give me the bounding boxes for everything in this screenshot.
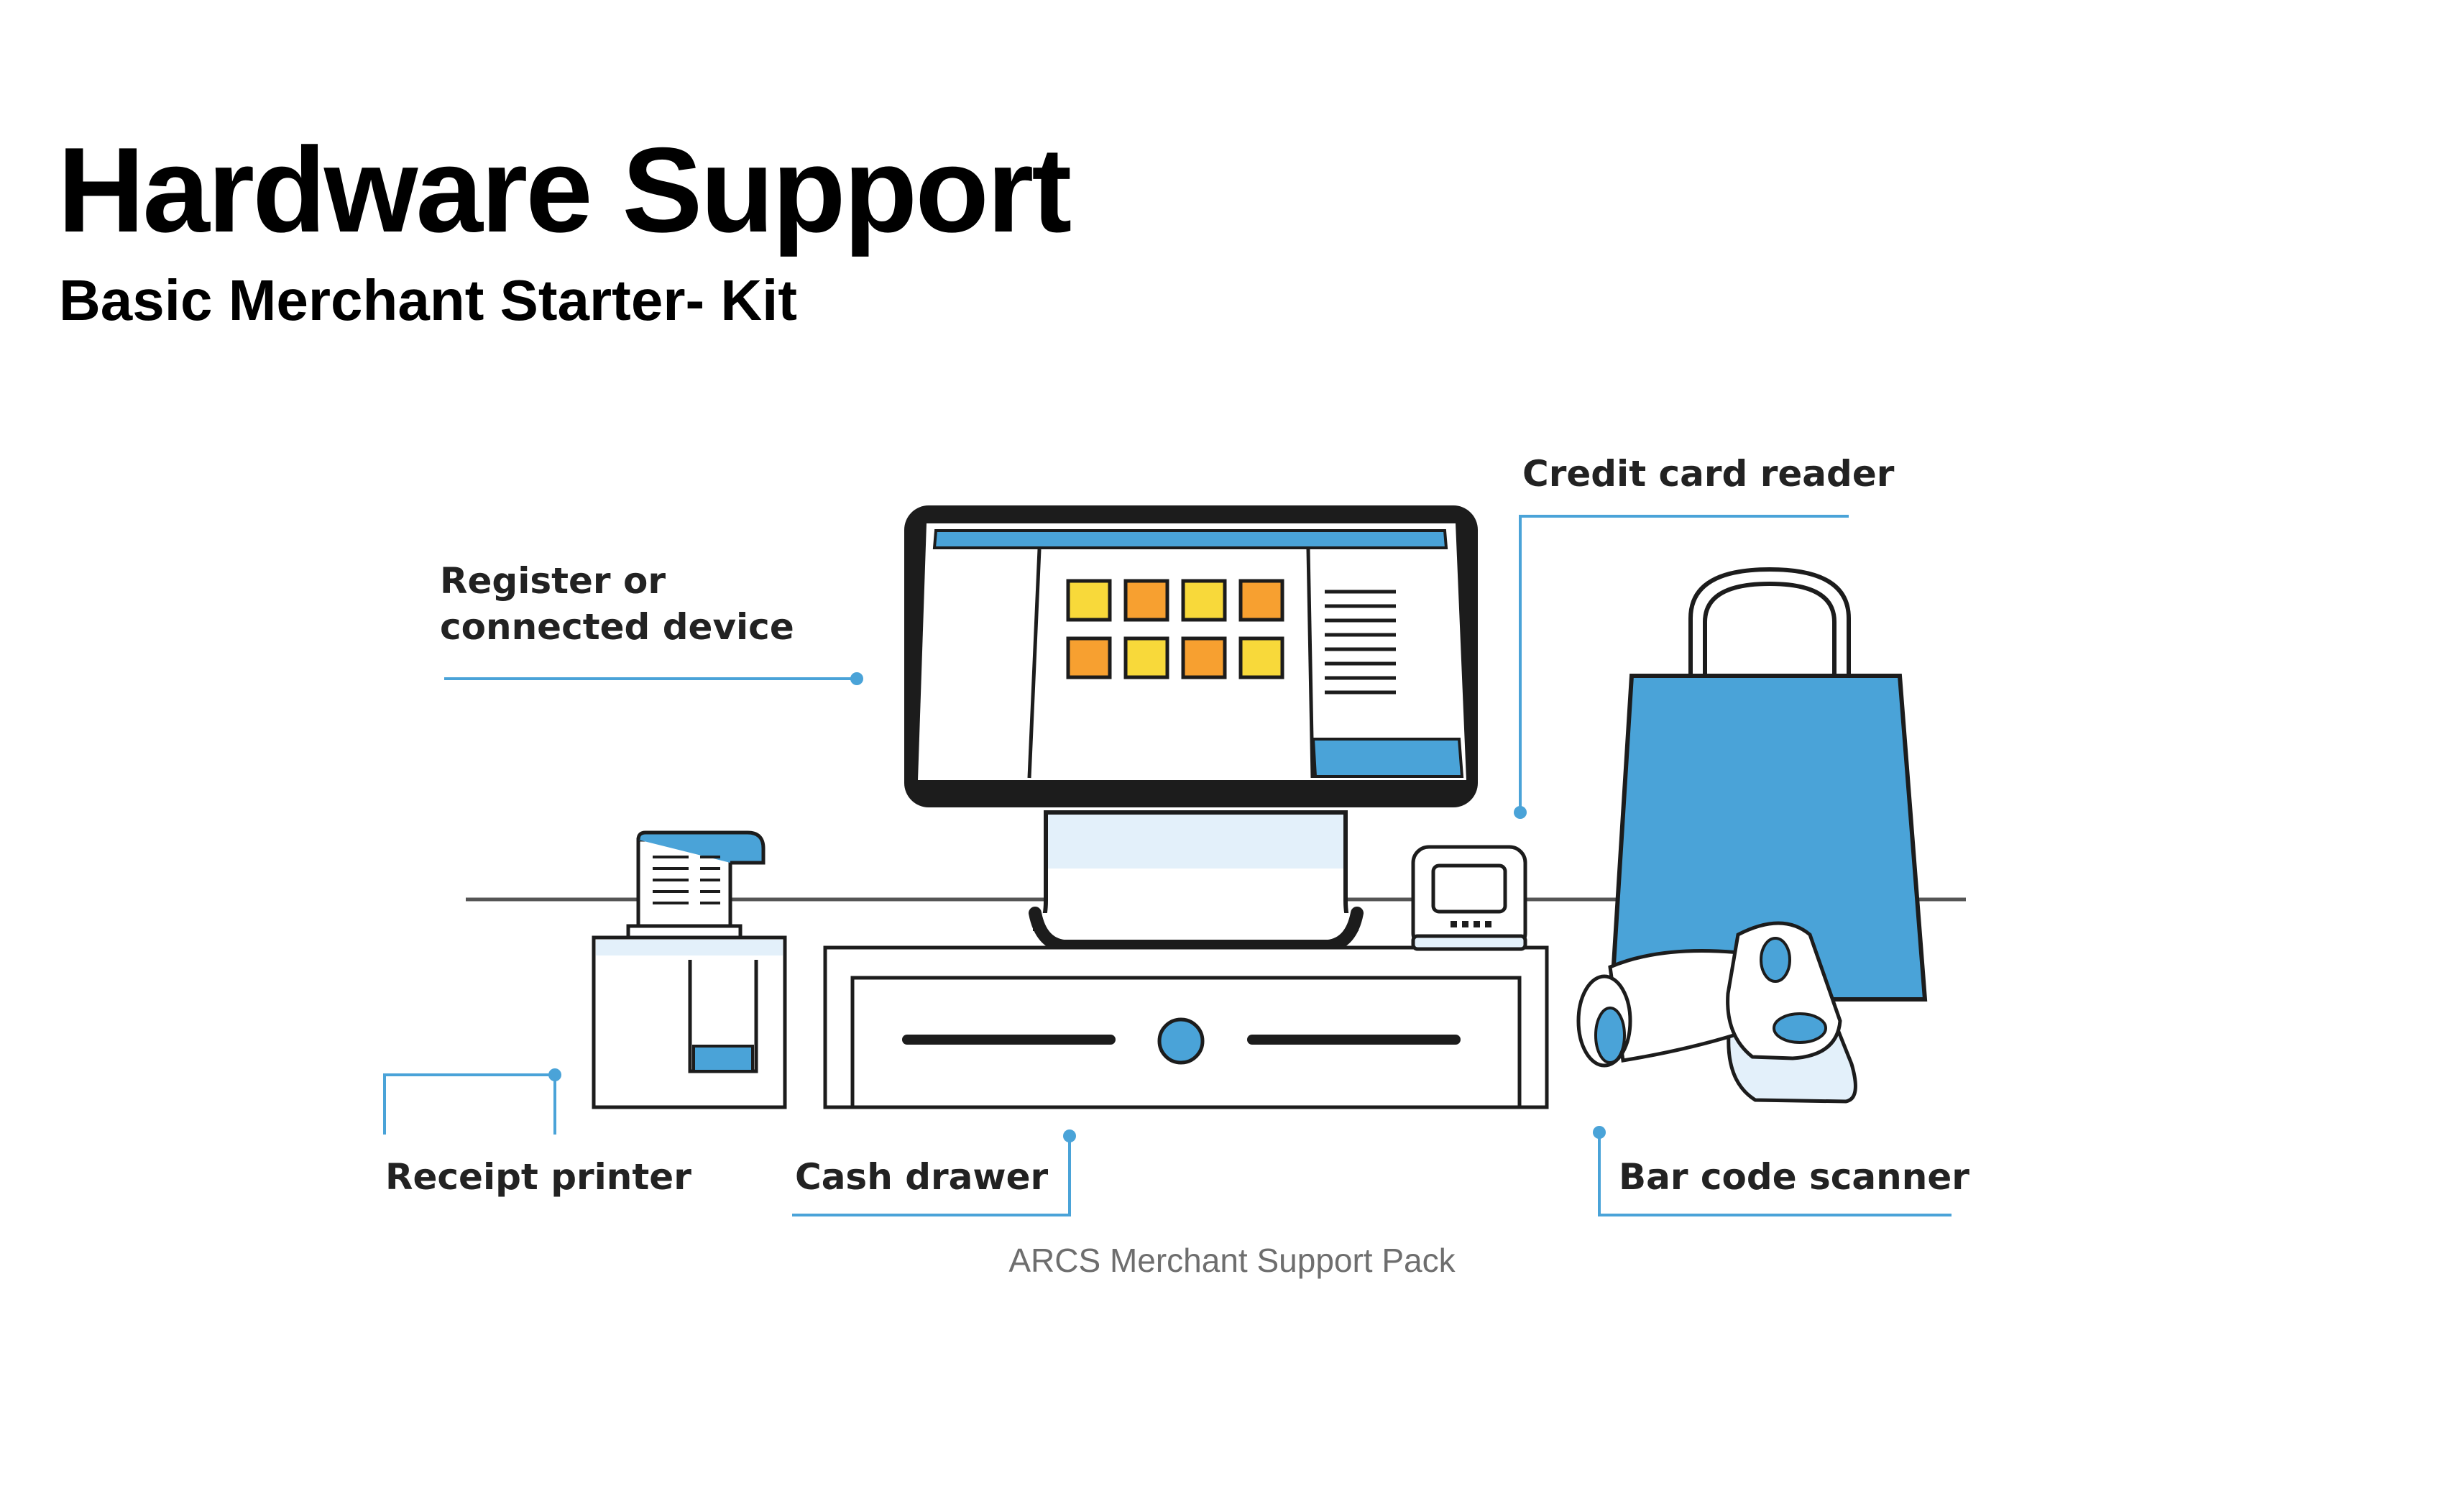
cash-drawer-icon (823, 945, 1549, 1109)
label-cash-drawer: Cash drawer (795, 1156, 1049, 1198)
receipt-printer-icon (592, 830, 787, 1109)
callout-card-reader (1519, 515, 1849, 812)
callout-printer-h (383, 1073, 555, 1135)
label-receipt-printer: Receipt printer (385, 1156, 691, 1198)
barcode-scanner-icon (1576, 921, 1857, 1104)
callout-cash-drawer (792, 1136, 1071, 1216)
shopping-bag-icon (1609, 567, 1928, 1002)
label-register-line-2: connected device (440, 606, 794, 648)
page-title: Hardware Support (58, 122, 1072, 257)
label-register: Register or connected device (440, 558, 794, 650)
caption: ARCS Merchant Support Pack (1008, 1242, 1456, 1279)
card-reader-icon (1411, 845, 1527, 951)
label-bar-code-scanner: Bar code scanner (1619, 1156, 1969, 1198)
callout-dots (548, 672, 1606, 1142)
page-subtitle: Basic Merchant Starter- Kit (59, 268, 797, 332)
label-register-line-1: Register or (440, 560, 666, 602)
callout-scanner (1598, 1132, 1952, 1216)
label-credit-card-reader: Credit card reader (1522, 453, 1895, 495)
pos-monitor-icon (904, 505, 1478, 953)
